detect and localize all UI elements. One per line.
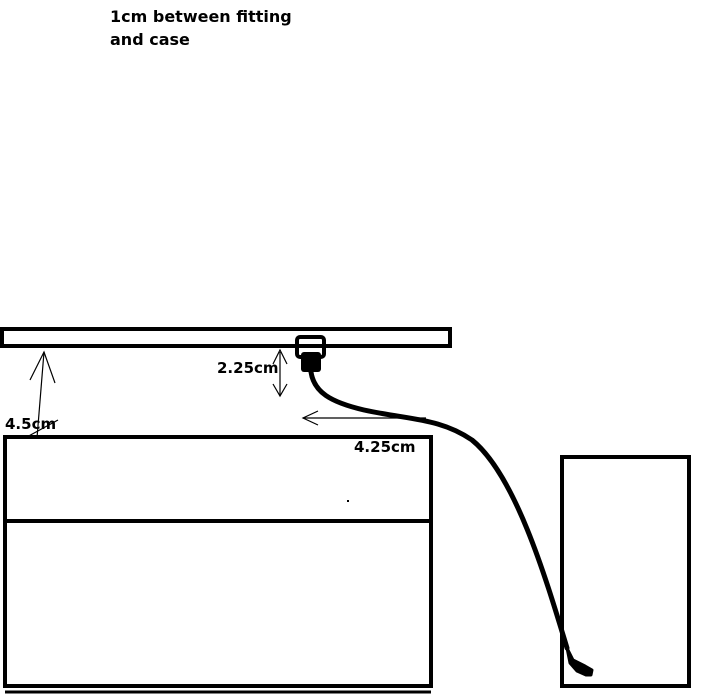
main-case	[3, 435, 433, 688]
cable-plug	[565, 646, 594, 677]
arrow-45	[24, 350, 59, 439]
note-line-1: 1cm between fitting	[110, 7, 292, 26]
top-shelf	[0, 327, 452, 348]
note-line-2: and case	[110, 30, 190, 49]
cable	[308, 369, 570, 651]
fitting-body	[301, 352, 321, 372]
right-box	[560, 455, 691, 688]
arrow-45-shaft	[36, 351, 45, 439]
arrow-425-head	[301, 410, 319, 426]
case-speck	[347, 500, 349, 502]
arrow-45-head	[29, 350, 56, 384]
measurement-note: 1cm between fitting and case	[110, 5, 292, 51]
label-gap-shelf-case: 4.5cm	[5, 415, 57, 433]
arrow-225	[272, 348, 288, 398]
arrow-45-base	[24, 419, 59, 439]
label-gap-fitting-case: 2.25cm	[217, 359, 279, 377]
arrow-225-head-top	[272, 348, 288, 365]
arrow-225-head-bottom	[272, 383, 288, 398]
arrow-425	[301, 410, 426, 426]
fitting	[295, 335, 326, 372]
label-horizontal-offset: 4.25cm	[354, 438, 416, 456]
